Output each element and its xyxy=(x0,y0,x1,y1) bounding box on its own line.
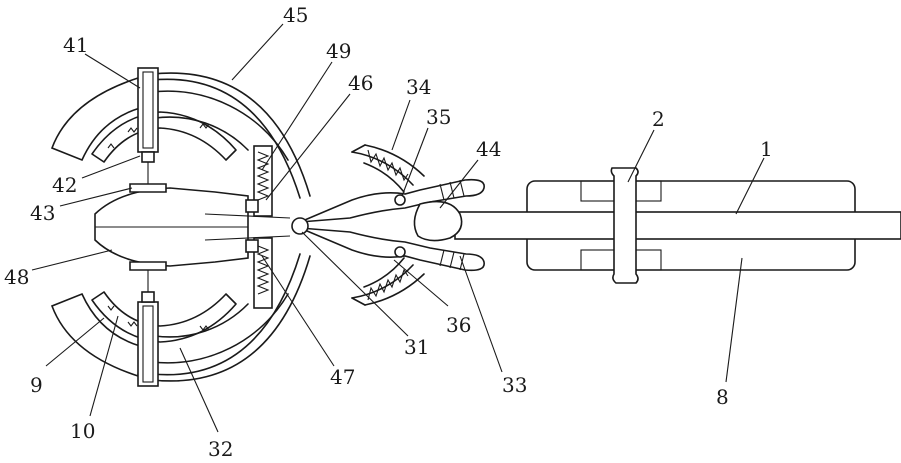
rod-1 xyxy=(455,212,901,239)
label-36: 36 xyxy=(446,313,471,337)
ratchet-arc-34-lower xyxy=(352,258,424,305)
label-47: 47 xyxy=(330,365,355,389)
label-43: 43 xyxy=(30,201,55,225)
label-44: 44 xyxy=(476,137,501,161)
pivot-31 xyxy=(292,218,308,234)
label-32: 32 xyxy=(208,437,233,461)
label-8: 8 xyxy=(716,385,729,409)
label-35: 35 xyxy=(426,105,451,129)
spring-box-46 xyxy=(246,146,272,216)
label-41: 41 xyxy=(63,33,88,57)
label-42: 42 xyxy=(52,173,77,197)
slider-lower xyxy=(138,270,158,386)
label-1: 1 xyxy=(760,137,773,161)
label-46: 46 xyxy=(348,71,373,95)
spring-box-47 xyxy=(246,238,272,308)
label-10: 10 xyxy=(70,419,95,443)
slider-41 xyxy=(138,68,158,184)
label-33: 33 xyxy=(502,373,527,397)
label-9: 9 xyxy=(30,373,43,397)
ratchet-arc-34 xyxy=(352,145,424,192)
label-2: 2 xyxy=(652,107,665,131)
label-34: 34 xyxy=(406,75,431,99)
pins-35 xyxy=(395,195,405,257)
label-49: 49 xyxy=(326,39,351,63)
label-31: 31 xyxy=(404,335,429,359)
clamp-2 xyxy=(611,168,638,283)
label-45: 45 xyxy=(283,3,308,27)
label-48: 48 xyxy=(4,265,29,289)
gripper-pad-44 xyxy=(414,202,461,241)
